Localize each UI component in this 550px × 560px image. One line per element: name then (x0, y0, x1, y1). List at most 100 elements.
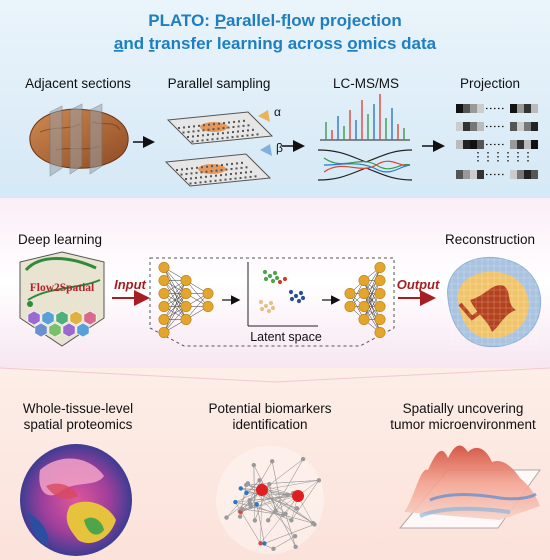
barcode-cell (524, 122, 531, 131)
network-node (266, 518, 271, 523)
network-edge (264, 524, 315, 544)
network-edge (163, 306, 187, 333)
latent-point (267, 273, 273, 279)
neuron (180, 313, 192, 325)
barcode-cell (463, 140, 470, 149)
sampling-well (211, 165, 213, 168)
sampling-grid-alpha (178, 119, 259, 143)
sampling-well (240, 166, 243, 169)
sampling-well (232, 131, 234, 134)
barcode-cell (463, 170, 470, 179)
sampling-well (186, 167, 188, 170)
sampling-well (249, 175, 252, 178)
sampling-well (204, 180, 207, 183)
sampling-well (201, 139, 204, 142)
network-node (280, 512, 286, 518)
sampling-well (221, 164, 223, 167)
network-node (247, 498, 252, 503)
latent-point (263, 303, 269, 309)
network-node (267, 482, 272, 487)
sampling-well (196, 139, 199, 142)
sampling-well (191, 167, 193, 170)
sampling-well (222, 127, 225, 130)
network-edge (246, 480, 319, 486)
barcode-cell (456, 104, 463, 113)
neuron (374, 313, 386, 325)
logo-hex-cells (27, 310, 97, 338)
sampling-well (230, 168, 233, 170)
network-edge (247, 483, 296, 537)
barcode-cell (510, 170, 517, 179)
sampling-well (251, 133, 254, 136)
network-edge (239, 495, 299, 512)
alpha-label: α (274, 105, 281, 119)
latent-point (270, 278, 276, 284)
output-label: Output (397, 277, 440, 292)
sampling-well (236, 135, 239, 138)
latent-point (263, 276, 269, 282)
ion-optics (317, 149, 413, 181)
barcode-cell (524, 170, 531, 179)
sampling-well (246, 134, 249, 137)
sampling-well (217, 132, 219, 135)
logo-hex-cell (48, 322, 62, 338)
barcode-cell (470, 104, 477, 113)
sampling-well (245, 171, 247, 174)
sampling-well (185, 178, 187, 180)
network-node (294, 506, 300, 511)
sampling-well (210, 175, 212, 178)
barcode-cell (470, 122, 477, 131)
neuron (374, 287, 386, 299)
latent-point (277, 279, 283, 285)
network-node (285, 492, 290, 498)
sampling-well (234, 177, 237, 180)
encoder-network (158, 261, 214, 338)
sampling-grid-beta (176, 161, 257, 185)
sampling-well (224, 178, 227, 181)
sampling-well (203, 124, 205, 127)
latent-point (296, 298, 302, 304)
sampling-well (207, 133, 209, 136)
sampling-well (176, 169, 178, 171)
network-edge (268, 494, 288, 521)
barcode-cell (531, 140, 538, 149)
network-node (244, 490, 249, 496)
app-1-line-1: Whole-tissue-level (23, 401, 133, 416)
sampling-well (191, 140, 194, 143)
sampling-well (215, 169, 218, 172)
sampling-well (231, 162, 233, 165)
network-node (233, 499, 238, 505)
barcode-cell (517, 122, 524, 131)
sampling-well (190, 172, 193, 175)
sampling-well (230, 173, 232, 176)
logo-hex-cell (62, 322, 76, 338)
sampling-well (226, 136, 229, 139)
sampling-well (228, 121, 230, 124)
sampling-well (226, 163, 228, 166)
sampling-well (212, 128, 215, 131)
brain-sections-illustration (29, 103, 129, 177)
network-node (239, 506, 245, 512)
sampling-well (242, 124, 245, 127)
network-node (270, 459, 275, 464)
sampling-well (211, 138, 214, 141)
latent-point (270, 305, 276, 311)
sampling-well (232, 126, 235, 128)
network-node (312, 522, 317, 527)
sampling-well (205, 170, 208, 173)
sampling-well (208, 123, 210, 126)
barcode-cell (510, 104, 517, 113)
network-box (149, 257, 395, 347)
barcode-cell (463, 122, 470, 131)
sampling-well (187, 130, 190, 133)
sampling-well (221, 137, 224, 140)
neuron (374, 300, 386, 312)
barcode-cell (477, 122, 484, 131)
barcode-cell (524, 140, 531, 149)
sampling-well (206, 138, 209, 141)
latent-point (300, 295, 306, 301)
network-node (247, 501, 253, 506)
sampling-well (181, 168, 183, 171)
network-node (224, 515, 229, 520)
